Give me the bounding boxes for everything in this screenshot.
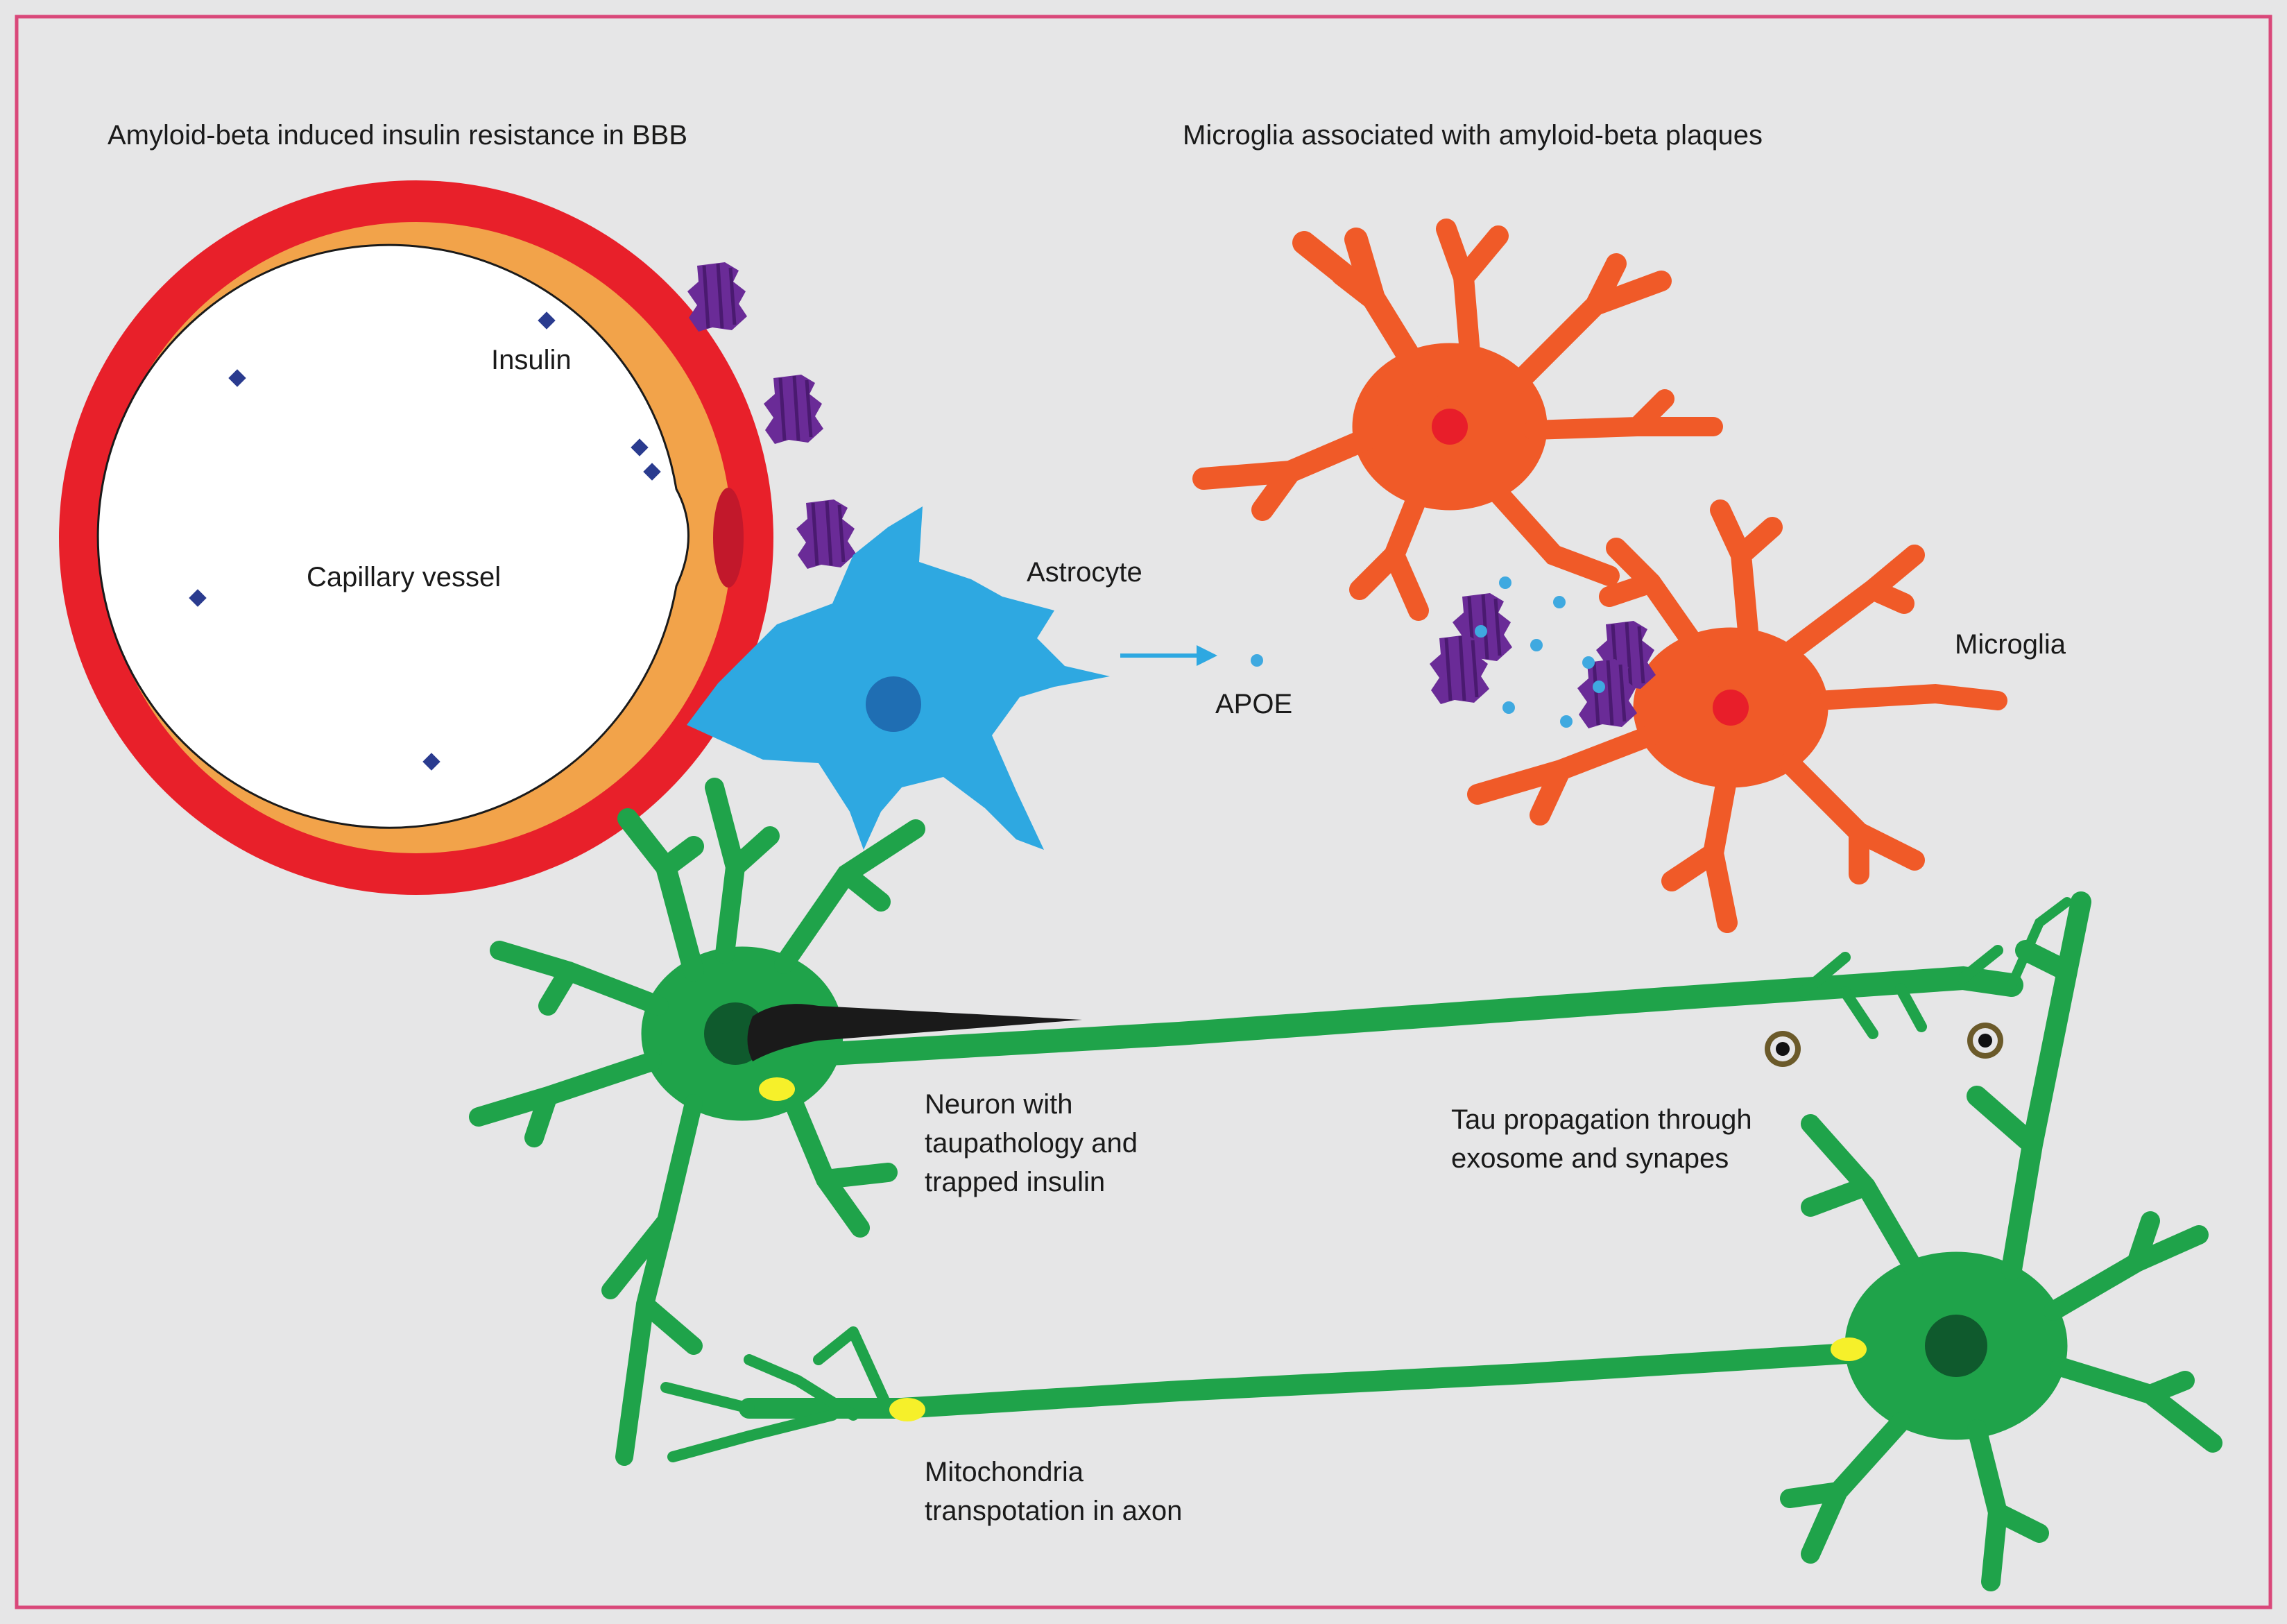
microglia-label: Microglia: [1955, 629, 2066, 660]
microglia-nucleus: [1713, 690, 1749, 726]
astrocyte: [687, 506, 1110, 850]
apoe-arrow: [1120, 645, 1217, 666]
capillary-vessel-label: Capillary vessel: [307, 562, 501, 592]
exosome: [1765, 1031, 1801, 1067]
neuron-taupathology: [469, 778, 2072, 1466]
mitochondrion: [889, 1398, 925, 1421]
astrocyte-label: Astrocyte: [1027, 557, 1142, 588]
apoe-particles: [1475, 576, 1605, 728]
insulin-label: Insulin: [491, 345, 572, 375]
mitochondrion: [759, 1077, 795, 1101]
apoe-particle: [1251, 654, 1263, 667]
mito-label-line2: transpotation in axon: [925, 1496, 1182, 1526]
neuron-label-line2: taupathology and: [925, 1128, 1138, 1159]
right-section-title: Microglia associated with amyloid-beta p…: [1183, 120, 1763, 151]
vessel-lumen: [96, 243, 689, 829]
apoe-label: APOE: [1215, 689, 1292, 719]
exosome: [1967, 1023, 2003, 1059]
microglia-cell: [1467, 499, 2007, 933]
neuron-label-line3: trapped insulin: [925, 1167, 1105, 1197]
neuron-label-line1: Neuron with: [925, 1089, 1072, 1120]
tau-tangle: [747, 1004, 1082, 1061]
tau-label-line2: exosome and synapes: [1451, 1143, 1729, 1174]
tau-label-line1: Tau propagation through: [1451, 1104, 1752, 1135]
astrocyte-nucleus: [866, 676, 921, 732]
microglia-cell: [1192, 219, 1723, 621]
capillary-vessel: [59, 180, 773, 895]
neuron-nucleus: [1925, 1315, 1987, 1377]
microglia-nucleus: [1432, 409, 1468, 445]
neuron-healthy: [660, 891, 2222, 1591]
mito-label-line1: Mitochondria: [925, 1457, 1084, 1487]
mitochondrion: [1831, 1337, 1867, 1361]
endothelial-cell: [713, 488, 744, 588]
left-section-title: Amyloid-beta induced insulin resistance …: [108, 120, 687, 151]
frame-border: [15, 15, 2272, 1609]
